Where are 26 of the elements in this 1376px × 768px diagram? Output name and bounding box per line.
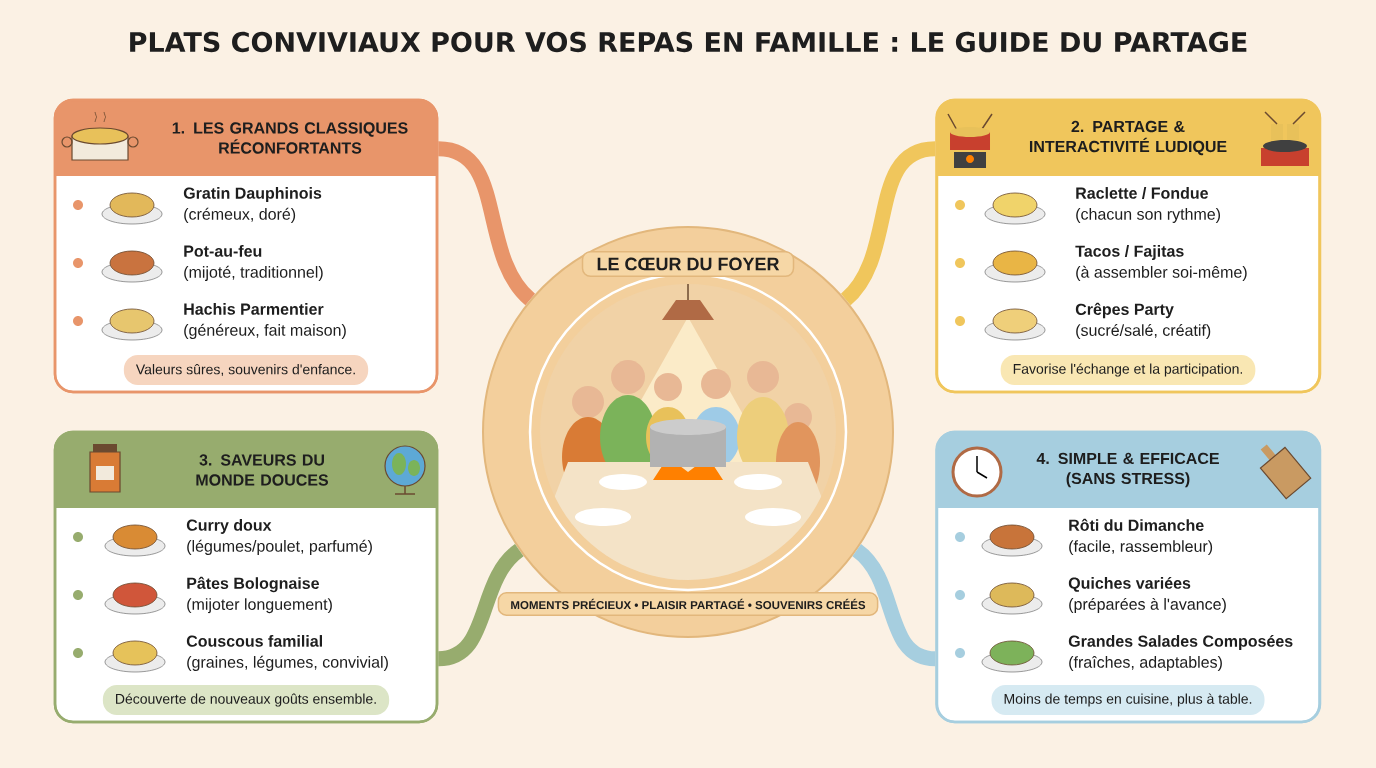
note-pill: Valeurs sûres, souvenirs d'enfance. <box>123 355 369 385</box>
dish-label: Curry doux (légumes/poulet, parfumé) <box>186 519 372 555</box>
dish-label: Grandes Salades Composées (fraîches, adaptables) <box>1068 634 1293 672</box>
category-card <box>935 98 1322 394</box>
banner-label: MOMENTS PRÉCIEUX • PLAISIR PARTAGÉ • SOUVENIRS CRÉÉS <box>497 592 879 616</box>
note-pill: Moins de temps en cuisine, plus à table. <box>991 685 1265 715</box>
banner-label: LE CŒUR DU FOYER <box>581 250 795 278</box>
dish-label: Hachis Parmentier (généreux, fait maison) <box>184 303 346 339</box>
dish-label: Quiches variées (préparées à l'avance) <box>1068 576 1226 614</box>
dish-label: Raclette / Fondue (chacun son rythme) <box>1076 187 1220 223</box>
connector-band <box>840 141 937 305</box>
title: PLATS CONVIVIAUX POUR VOS REPAS EN FAMILLE : LE GUIDE DU PARTAGE <box>130 31 1247 53</box>
dish-label: Couscous familial (graines, légumes, convivial) <box>186 635 388 671</box>
note-pill: Favorise l'échange et la participation. <box>1000 355 1256 385</box>
category-card <box>53 98 439 394</box>
card-heading: 1. LES GRANDS CLASSIQUES RÉCONFORTANTS <box>172 122 408 154</box>
dish-label: Gratin Dauphinois (crémeux, doré) <box>183 187 322 223</box>
dish-label: Rôti du Dimanche (facile, rassembleur) <box>1069 518 1213 556</box>
note-pill: Découverte de nouveaux goûts ensemble. <box>102 685 390 715</box>
dish-label: Tacos / Fajitas (à assembler soi-même) <box>1075 245 1247 281</box>
dish-label: Pâtes Bolognaise (mijoter longuement) <box>187 576 332 614</box>
dish-label: Crêpes Party (sucré/salé, créatif) <box>1075 302 1211 340</box>
card-heading: 2. PARTAGE & INTERACTIVITÉ LUDIQUE <box>1029 120 1227 156</box>
card-heading: 3. SAVEURS DU MONDE DOUCES <box>196 454 329 486</box>
card-heading: 4. SIMPLE & EFFICACE (SANS STRESS) <box>1036 452 1219 488</box>
dish-label: Pot-au-feu (mijoté, traditionnel) <box>184 245 323 281</box>
